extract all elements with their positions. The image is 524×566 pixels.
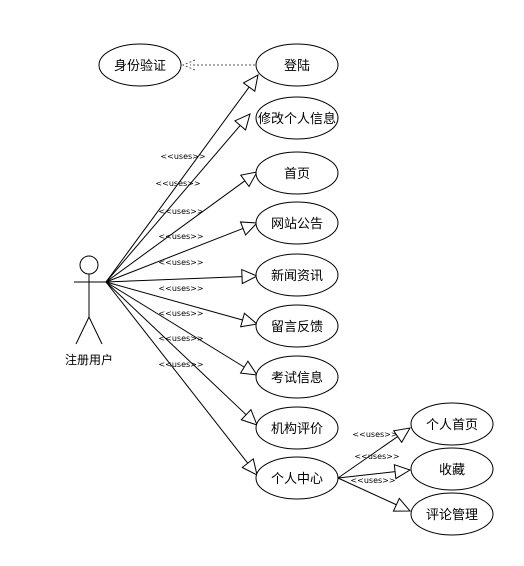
main-use-cases: 登陆修改个人信息<<uses>>首页<<uses>>网站公告<<uses>>新闻… [105,43,339,500]
use-case-label-favorites: 收藏 [439,463,465,478]
arrowhead-edit-profile [234,113,251,131]
stereotype-org-review: <<uses>> [158,309,203,318]
use-case-auth[interactable]: 身份验证 [98,43,182,87]
association-personal-center [105,281,258,476]
stereotype-edit-profile: <<uses>> [160,152,205,161]
association-home [105,171,258,283]
association-line-personal-home [337,436,398,479]
actor-head [79,255,99,275]
association-line-personal-center [105,281,249,464]
use-case-label-announcement: 网站公告 [271,217,323,232]
use-case-org-review[interactable]: 机构评价 <<uses>> [105,281,339,450]
use-case-home[interactable]: 首页 <<uses>> [105,151,339,283]
personal-center-sub-use-cases: 个人首页 <<uses>> 收藏 <<uses>> 评论管理 <<uses>> [337,402,494,536]
use-case-personal-home[interactable]: 个人首页 <<uses>> [337,402,494,479]
association-line-announcement [105,227,244,283]
association-line-feedback [105,281,243,321]
use-case-announcement[interactable]: 网站公告 <<uses>> [105,201,339,283]
stereotype-comment-mgmt: <<uses>> [350,476,395,485]
dependency-login-auth [181,59,255,71]
stereotype-news: <<uses>> [158,232,203,241]
stereotype-feedback: <<uses>> [158,258,203,267]
use-case-label-news: 新闻资讯 [271,268,323,284]
use-case-login[interactable]: 登陆 [105,43,339,283]
use-case-favorites[interactable]: 收藏 <<uses>> [337,447,494,491]
use-case-ellipse-news[interactable] [255,253,339,297]
use-case-news[interactable]: 新闻资讯 <<uses>> [105,232,339,297]
use-case-label-feedback: 留言反馈 [271,320,323,335]
association-line-comment-mgmt [337,477,397,506]
arrowhead-feedback [239,312,259,328]
association-line-login [105,86,250,283]
use-case-ellipse-exam-info[interactable] [255,355,339,399]
stereotype-personal-center: <<uses>> [158,334,203,343]
arrowhead-home [239,171,258,188]
stereotype-favorites: <<uses>> [354,452,399,461]
use-case-label-comment-mgmt: 评论管理 [426,508,478,523]
arrowhead-news [241,268,259,285]
arrowhead-personal-center [241,457,258,476]
arrowhead-exam-info [239,360,259,376]
association-personal-home [337,427,411,479]
use-case-label-personal-center: 个人中心 [271,472,323,487]
association-line-favorites [337,471,396,479]
association-org-review [105,281,258,426]
association-edit-profile [105,113,251,283]
association-login [105,74,259,283]
association-comment-mgmt [337,477,412,512]
use-case-ellipse-feedback[interactable] [255,304,339,348]
arrowhead-favorites [393,463,412,480]
use-case-label-org-review: 机构评价 [271,422,323,437]
association-feedback [105,281,259,328]
association-line-org-review [105,281,247,416]
association-favorites [337,463,412,480]
association-line-home [105,180,246,283]
use-case-label-login: 登陆 [284,58,310,74]
use-case-ellipse-login[interactable] [255,43,339,87]
use-case-ellipse-personal-home[interactable] [410,402,494,446]
actor-registered-user: 注册用户 [65,255,113,367]
association-announcement [105,221,259,283]
use-case-feedback[interactable]: 留言反馈 <<uses>> [105,258,339,348]
association-line-edit-profile [105,125,241,283]
use-case-ellipse-home[interactable] [255,151,339,195]
association-line-exam-info [105,281,245,368]
use-case-exam-info[interactable]: 考试信息 <<uses>> [105,281,339,399]
use-case-label-edit-profile: 修改个人信息 [258,111,336,127]
stereotype-exam-info: <<uses>> [158,284,203,293]
stereotype-personal-home: <<uses>> [352,430,397,439]
use-case-auth-label: 身份验证 [114,58,166,74]
use-case-label-personal-home: 个人首页 [426,418,478,433]
actor-right-leg [88,316,103,345]
use-case-label-home: 首页 [284,167,310,182]
use-case-ellipse-edit-profile[interactable] [255,96,339,140]
association-line-news [105,276,243,283]
use-case-edit-profile[interactable]: 修改个人信息 <<uses>> [105,96,339,283]
actor-left-leg [75,316,90,345]
stereotype-home: <<uses>> [155,179,200,188]
stereotype-personal-center-extra: <<uses>> [158,360,203,369]
use-case-label-exam-info: 考试信息 [271,370,323,386]
actor-label: 注册用户 [65,352,113,367]
association-news [105,268,259,285]
use-case-ellipse-org-review[interactable] [255,406,339,450]
arrowhead-login [242,74,259,93]
use-case-ellipse-comment-mgmt[interactable] [410,492,494,536]
use-case-ellipse-announcement[interactable] [255,201,339,245]
association-exam-info [105,281,259,376]
stereotype-announcement: <<uses>> [158,207,203,216]
use-case-comment-mgmt[interactable]: 评论管理 <<uses>> [337,476,494,536]
use-case-ellipse-favorites[interactable] [410,447,494,491]
